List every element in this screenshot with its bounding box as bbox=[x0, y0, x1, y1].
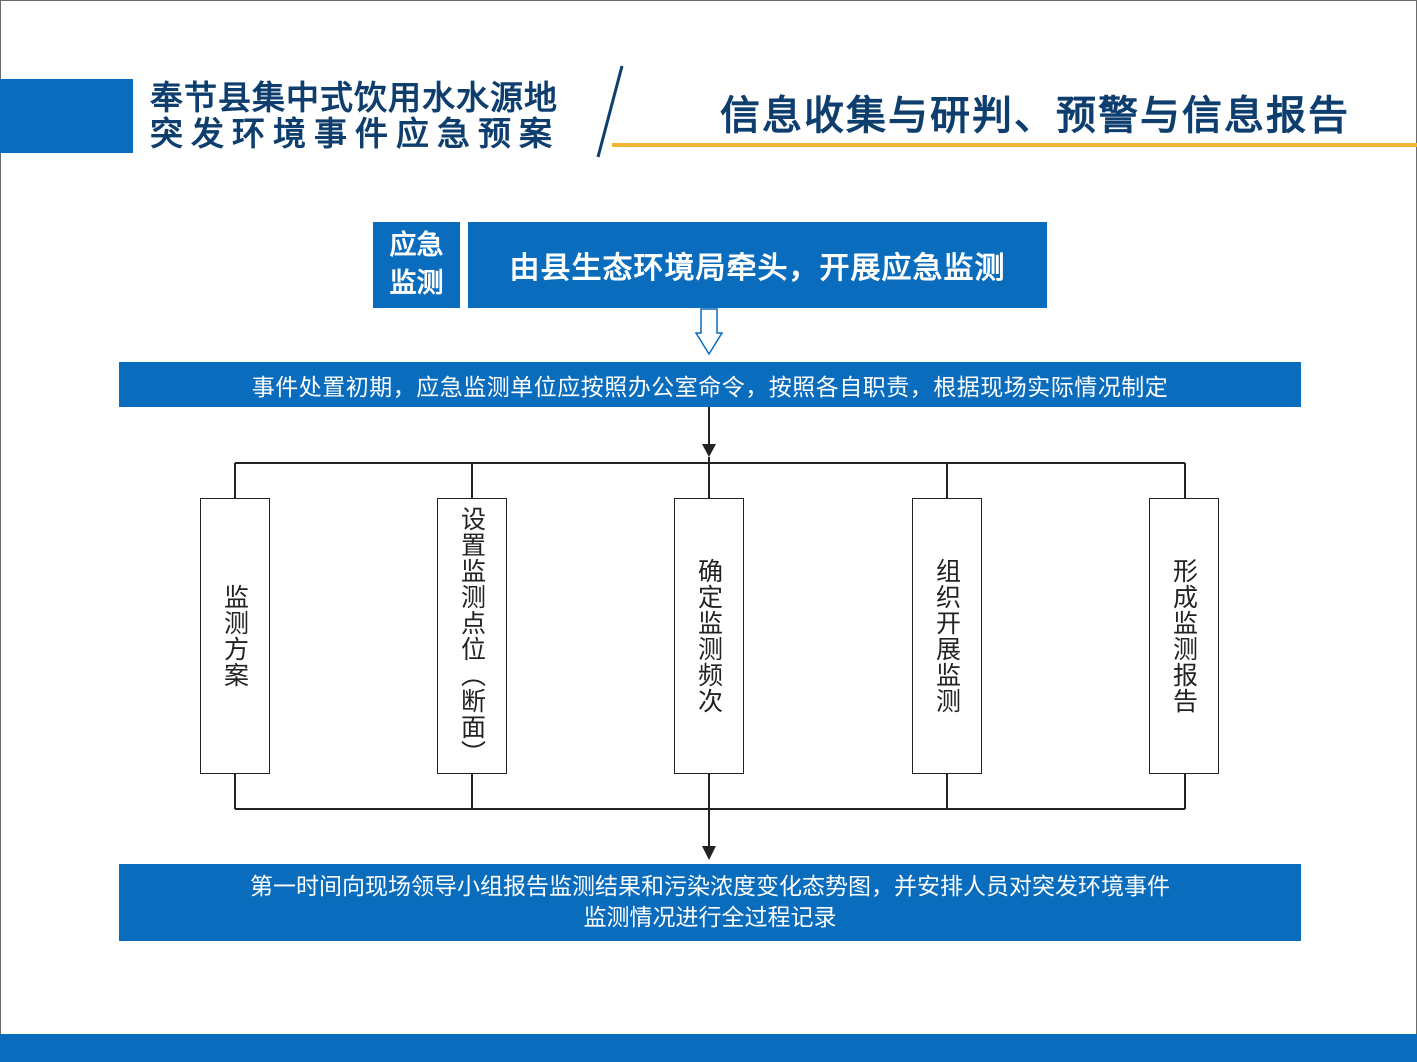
document-title: 奉节县集中式饮用水水源地 突发环境事件应急预案 bbox=[150, 80, 595, 152]
label-line1: 应急 bbox=[389, 230, 444, 261]
header-gold-underline bbox=[612, 143, 1417, 147]
task-conduct-monitoring: 组织开展监测 bbox=[912, 498, 982, 774]
task-monitoring-plan: 监测方案 bbox=[200, 498, 270, 774]
initial-stage-box: 事件处置初期，应急监测单位应按照办公室命令，按照各自职责，根据现场实际情况制定 bbox=[119, 362, 1301, 407]
report-results-line2: 监测情况进行全过程记录 bbox=[583, 904, 837, 931]
section-title: 信息收集与研判、预警与信息报告 bbox=[720, 92, 1350, 139]
task-monitoring-frequency: 确定监测频次 bbox=[674, 498, 744, 774]
lead-agency-box: 由县生态环境局牵头，开展应急监测 bbox=[468, 222, 1047, 308]
hollow-down-arrow-icon bbox=[694, 308, 724, 356]
document-title-line2: 突发环境事件应急预案 bbox=[150, 114, 560, 153]
lead-agency-text: 由县生态环境局牵头，开展应急监测 bbox=[509, 251, 1006, 286]
emergency-monitoring-label: 应急 监测 bbox=[373, 222, 460, 308]
footer-bar bbox=[0, 1034, 1417, 1062]
label-line2: 监测 bbox=[389, 268, 444, 299]
task-monitoring-report: 形成监测报告 bbox=[1149, 498, 1219, 774]
task-label: 确定监测频次 bbox=[694, 558, 724, 714]
down-arrow-icon bbox=[702, 444, 716, 457]
report-results-box: 第一时间向现场领导小组报告监测结果和污染浓度变化态势图，并安排人员对突发环境事件… bbox=[119, 864, 1301, 941]
task-label: 形成监测报告 bbox=[1169, 558, 1199, 714]
document-title-line1: 奉节县集中式饮用水水源地 bbox=[150, 78, 558, 117]
down-arrow-icon bbox=[702, 846, 716, 860]
header-accent-block bbox=[0, 79, 133, 153]
report-results-line1: 第一时间向现场领导小组报告监测结果和污染浓度变化态势图，并安排人员对突发环境事件 bbox=[250, 873, 1170, 900]
task-label: 设置监测点位（断面） bbox=[457, 506, 487, 766]
task-label: 组织开展监测 bbox=[932, 558, 962, 714]
initial-stage-text: 事件处置初期，应急监测单位应按照办公室命令，按照各自职责，根据现场实际情况制定 bbox=[251, 374, 1169, 401]
task-label: 监测方案 bbox=[220, 584, 250, 688]
header-divider-slash bbox=[596, 65, 624, 158]
task-set-monitoring-points: 设置监测点位（断面） bbox=[437, 498, 507, 774]
